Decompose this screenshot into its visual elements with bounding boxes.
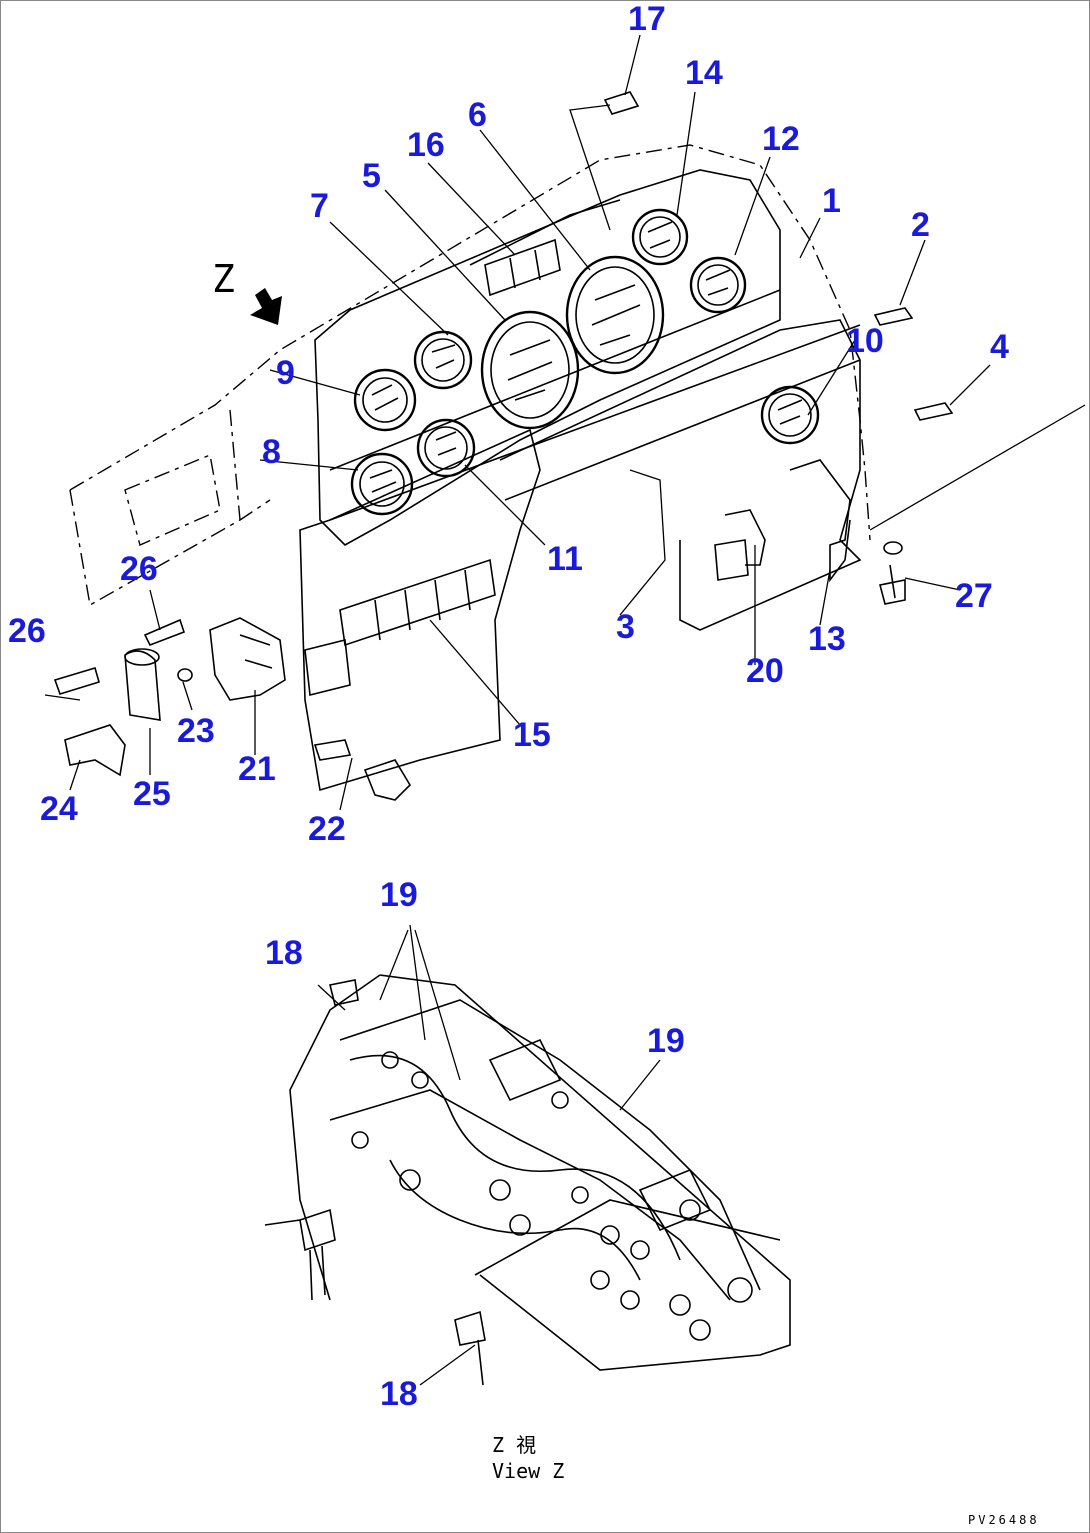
callout-27: 27	[955, 577, 993, 615]
view-arrow-label: Z	[212, 257, 235, 301]
callout-15: 15	[513, 716, 551, 754]
callout-19-top: 19	[380, 876, 418, 914]
callout-24: 24	[40, 790, 78, 828]
callout-20: 20	[746, 652, 784, 690]
view-caption-en: View Z	[492, 1459, 564, 1483]
callout-26-upper: 26	[120, 550, 158, 588]
callout-12: 12	[762, 120, 800, 158]
instrument-panel-drawing	[44, 34, 1086, 811]
callout-9: 9	[276, 354, 295, 392]
callout-19-right: 19	[647, 1022, 685, 1060]
callout-2: 2	[911, 206, 930, 244]
callout-11: 11	[547, 540, 583, 578]
view-z-harness-drawing	[264, 924, 791, 1386]
callout-16: 16	[407, 126, 445, 164]
callout-18-bottom: 18	[380, 1375, 418, 1413]
callout-5: 5	[362, 157, 381, 195]
callout-8: 8	[262, 433, 281, 471]
callout-17: 17	[628, 0, 666, 38]
callout-25: 25	[133, 775, 171, 813]
callout-21: 21	[238, 750, 276, 788]
callout-3: 3	[616, 608, 635, 646]
callout-18-top: 18	[265, 934, 303, 972]
callout-4: 4	[990, 328, 1009, 366]
drawing-number: PV26488	[968, 1513, 1040, 1527]
callout-7: 7	[310, 187, 329, 225]
callout-14: 14	[685, 54, 723, 92]
callout-13: 13	[808, 620, 846, 658]
callout-1: 1	[822, 182, 841, 220]
view-caption-jp: Z 視	[492, 1433, 536, 1457]
callout-23: 23	[177, 712, 215, 750]
callout-22: 22	[308, 810, 346, 848]
callout-labels: 1 2 3 4 5 6 7 8 9 10 11 12 13 14 15 16 1…	[8, 0, 1009, 1413]
callout-10: 10	[846, 322, 884, 360]
callout-26-left: 26	[8, 612, 46, 650]
callout-6: 6	[468, 96, 487, 134]
